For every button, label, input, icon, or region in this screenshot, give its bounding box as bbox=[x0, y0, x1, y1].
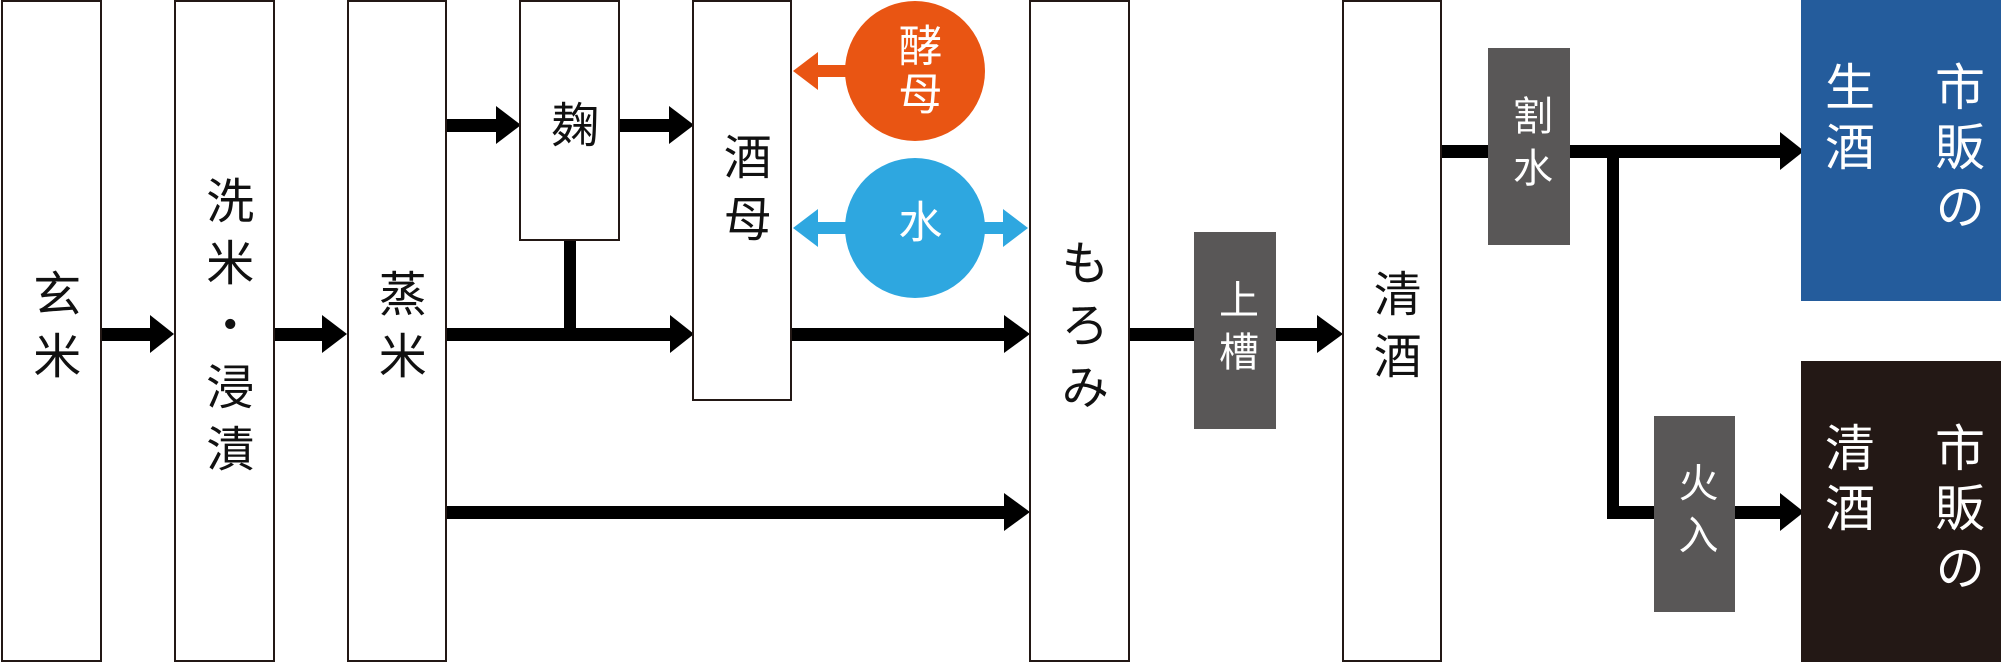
step-senmai: 洗米・浸漬 bbox=[174, 0, 275, 662]
step-seishu: 清酒 bbox=[1342, 0, 1442, 662]
step-genmai-label: 玄米 bbox=[24, 269, 81, 393]
step-shubo-label: 酒母 bbox=[714, 132, 771, 256]
step-mushimai-label: 蒸米 bbox=[369, 269, 426, 393]
branch-line bbox=[1607, 145, 1619, 518]
step-joso-label: 上槽 bbox=[1212, 278, 1258, 383]
step-genmai: 玄米 bbox=[1, 0, 102, 662]
input-kobo-label: 酵母 bbox=[890, 23, 942, 119]
product-namazake-label: 市販の 生酒 bbox=[1817, 60, 1985, 241]
product-seishu-label: 市販の 清酒 bbox=[1817, 421, 1985, 602]
arrow-koji-shubo bbox=[619, 119, 671, 132]
product-namazake: 市販の 生酒 bbox=[1801, 0, 2001, 301]
input-kobo: 酵母 bbox=[845, 1, 985, 141]
arrow-senmai-mushimai bbox=[274, 328, 324, 341]
arrow-genmai-senmai bbox=[101, 328, 153, 341]
input-mizu: 水 bbox=[845, 158, 985, 298]
input-mizu-label: 水 bbox=[890, 199, 942, 257]
arrow-mushimai-koji bbox=[446, 119, 498, 132]
step-hiire: 火入 bbox=[1654, 416, 1735, 612]
step-senmai-label: 洗米・浸漬 bbox=[197, 176, 254, 486]
arrow-shubo-moromi bbox=[791, 328, 1007, 341]
step-mushimai: 蒸米 bbox=[347, 0, 447, 662]
step-shubo: 酒母 bbox=[692, 0, 792, 401]
step-warimizu: 割水 bbox=[1488, 48, 1570, 245]
koji-join-line bbox=[564, 241, 576, 334]
step-koji-label: 麹 bbox=[542, 100, 599, 162]
step-seishu-label: 清酒 bbox=[1364, 269, 1421, 393]
step-moromi: もろみ bbox=[1029, 0, 1130, 662]
step-hiire-label: 火入 bbox=[1671, 462, 1718, 566]
arrow-mushimai-shubo bbox=[446, 328, 672, 341]
arrow-mushimai-moromi bbox=[446, 506, 1006, 519]
step-warimizu-label: 割水 bbox=[1506, 94, 1552, 199]
product-seishu: 市販の 清酒 bbox=[1801, 361, 2001, 662]
step-moromi-label: もろみ bbox=[1052, 238, 1109, 424]
step-joso: 上槽 bbox=[1194, 232, 1276, 429]
step-koji: 麹 bbox=[519, 0, 620, 241]
